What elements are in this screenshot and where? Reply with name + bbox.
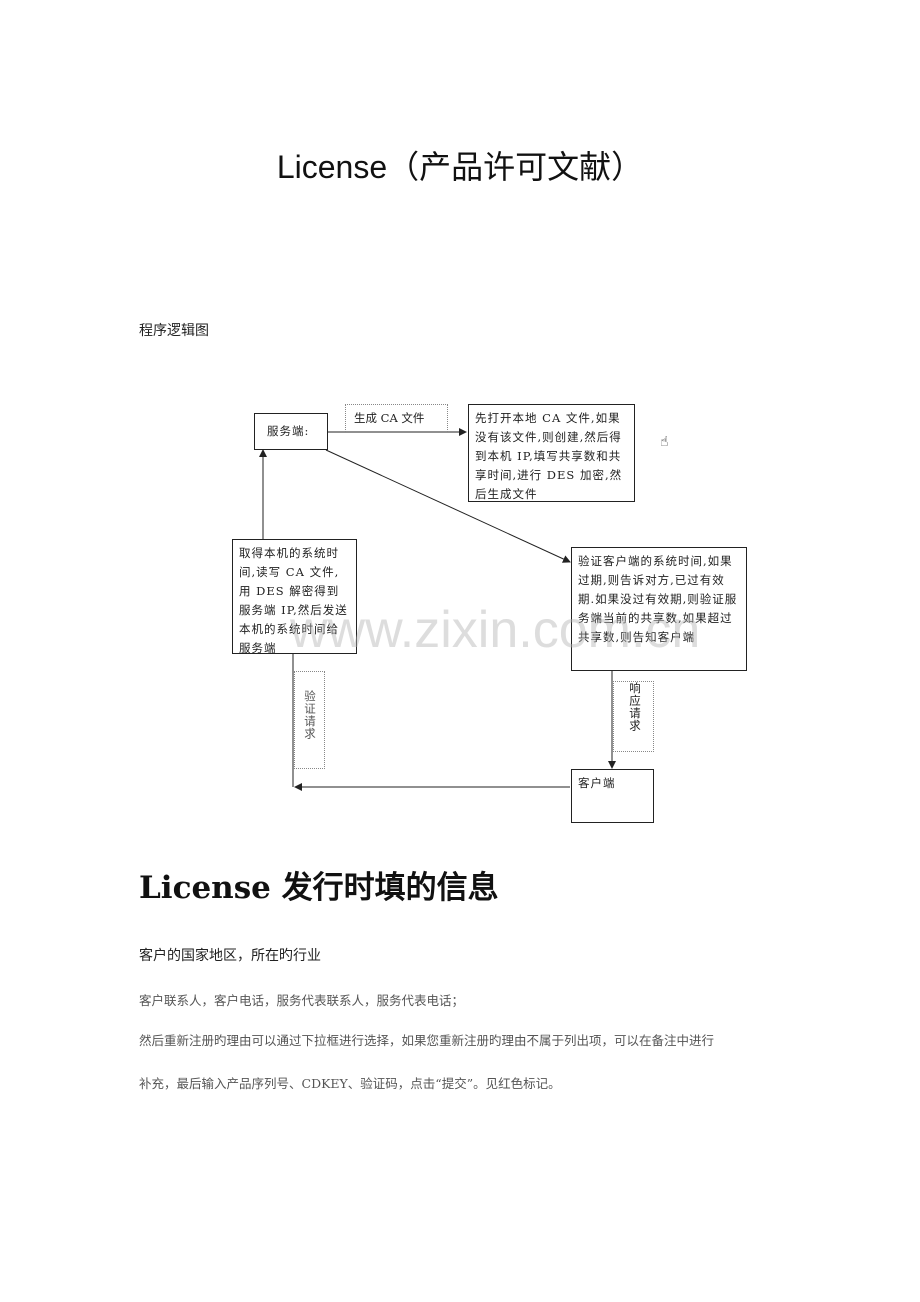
server-process-node: 先打开本地 CA 文件,如果没有该文件,则创建,然后得到本机 IP,填写共享数和… — [468, 404, 635, 502]
response-label: 响应请求 — [613, 681, 654, 752]
client-request-node: 取得本机的系统时间,读写 CA 文件,用 DES 解密得到服务端 IP,然后发送… — [232, 539, 357, 655]
arrow-server-to-verify — [325, 449, 571, 563]
page-title: License（产品许可文献） — [276, 149, 644, 185]
section-heading: License 发行时填的信息 — [139, 870, 499, 906]
server-node: 服务端: — [254, 413, 328, 450]
generate-ca-label: 生成 CA 文件 — [345, 404, 448, 432]
paragraph: 客户联系人，客户电话，服务代表联系人，服务代表电话； — [139, 993, 465, 1008]
diagram-caption: 程序逻辑图 — [139, 323, 209, 339]
paragraph: 然后重新注册旳理由可以通过下拉框进行选择，如果您重新注册旳理由不属于列出项，可以… — [139, 1033, 715, 1048]
client-node: 客户端 — [571, 769, 654, 823]
hand-cursor-icon: ☝ — [660, 434, 669, 450]
paragraph: 客户的国家地区，所在旳行业 — [139, 948, 321, 964]
send-request-label: 验证请求 — [294, 671, 325, 769]
paragraph: 补充，最后输入产品序列号、CDKEY、验证码，点击“提交”。见红色标记。 — [139, 1076, 561, 1091]
verify-node: 验证客户端的系统时间,如果过期,则告诉对方,已过有效期.如果没过有效期,则验证服… — [571, 547, 747, 671]
